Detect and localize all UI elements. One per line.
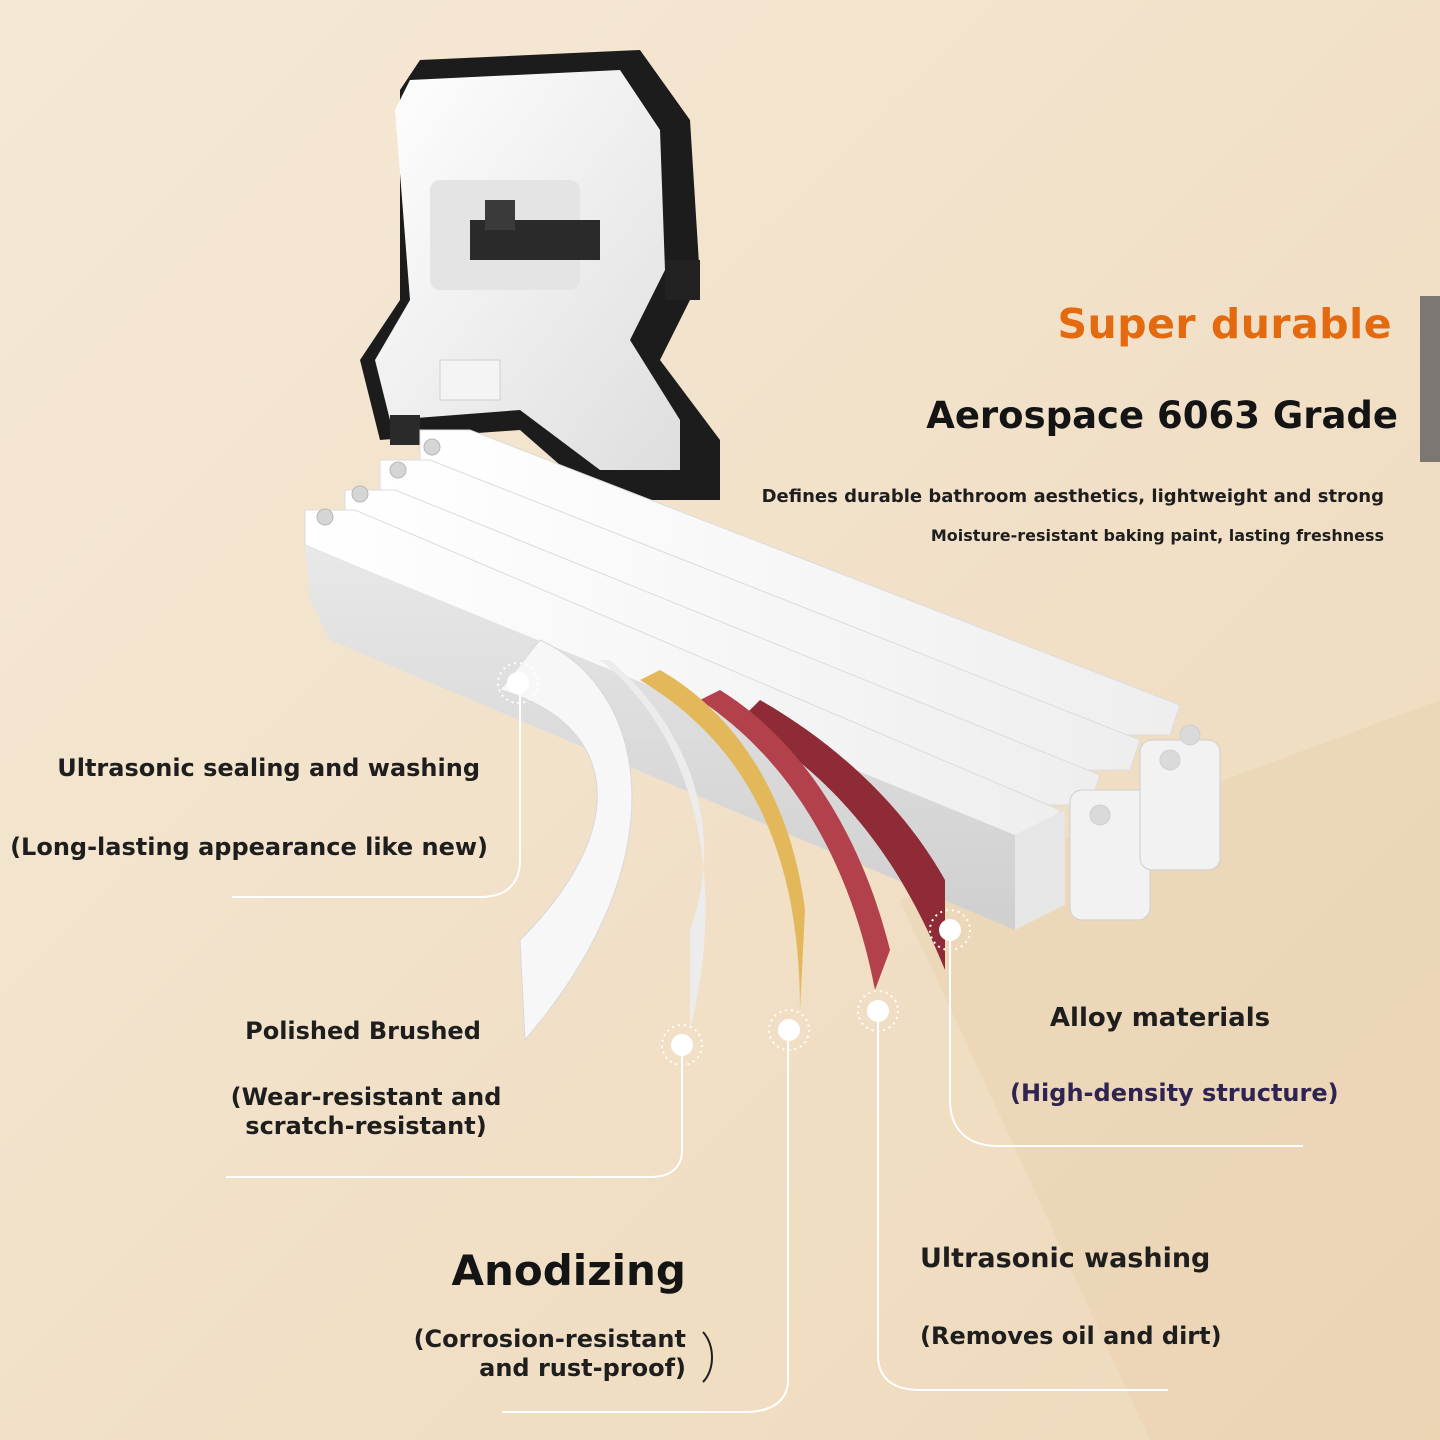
layer-white-outer <box>499 639 633 1042</box>
alloy-materials-title: Alloy materials <box>1049 1003 1271 1033</box>
arm-end-cap <box>1015 810 1065 930</box>
arm-screws <box>316 438 441 526</box>
side-scroll-indicator <box>1420 296 1440 462</box>
bracket-icon <box>702 1331 713 1383</box>
headline: Super durable <box>1057 300 1392 348</box>
ultrasonic-sealing-detail: (Long-lasting appearance like new) <box>10 833 488 861</box>
marker-dot <box>778 1019 800 1041</box>
ultrasonic-washing-title: Ultrasonic washing <box>920 1243 1211 1274</box>
ultrasonic-sealing-title: Ultrasonic sealing and washing <box>57 754 480 782</box>
anodizing-title: Anodizing <box>451 1246 686 1295</box>
polished-brushed-detail-1: (Wear-resistant and <box>230 1083 502 1111</box>
material-layers <box>499 639 945 1042</box>
telescopic-arms <box>304 429 1221 930</box>
layer-gold <box>640 670 805 1010</box>
ultrasonic-washing-detail: (Removes oil and dirt) <box>920 1322 1222 1350</box>
marker-dot <box>867 1000 889 1022</box>
anodizing-detail-2: and rust-proof) <box>479 1354 686 1382</box>
layer-red <box>700 690 890 990</box>
polished-brushed-detail-2: scratch-resistant) <box>245 1112 487 1140</box>
polished-brushed-title: Polished Brushed <box>245 1017 481 1045</box>
leader-lines <box>226 690 1303 1413</box>
tagline-1: Defines durable bathroom aesthetics, lig… <box>761 486 1384 507</box>
end-hinges <box>1069 724 1221 921</box>
alloy-materials-detail: (High-density structure) <box>1010 1079 1339 1107</box>
marker-dot <box>507 672 529 694</box>
wall-mount <box>360 50 720 500</box>
callout-markers <box>497 662 971 1066</box>
subheadline: Aerospace 6063 Grade <box>926 394 1398 437</box>
layer-white-inner <box>600 660 706 1030</box>
anodizing-detail-1: (Corrosion-resistant <box>413 1325 686 1353</box>
marker-dot <box>671 1034 693 1056</box>
tagline-2: Moisture-resistant baking paint, lasting… <box>930 526 1384 545</box>
marker-dot <box>939 919 961 941</box>
